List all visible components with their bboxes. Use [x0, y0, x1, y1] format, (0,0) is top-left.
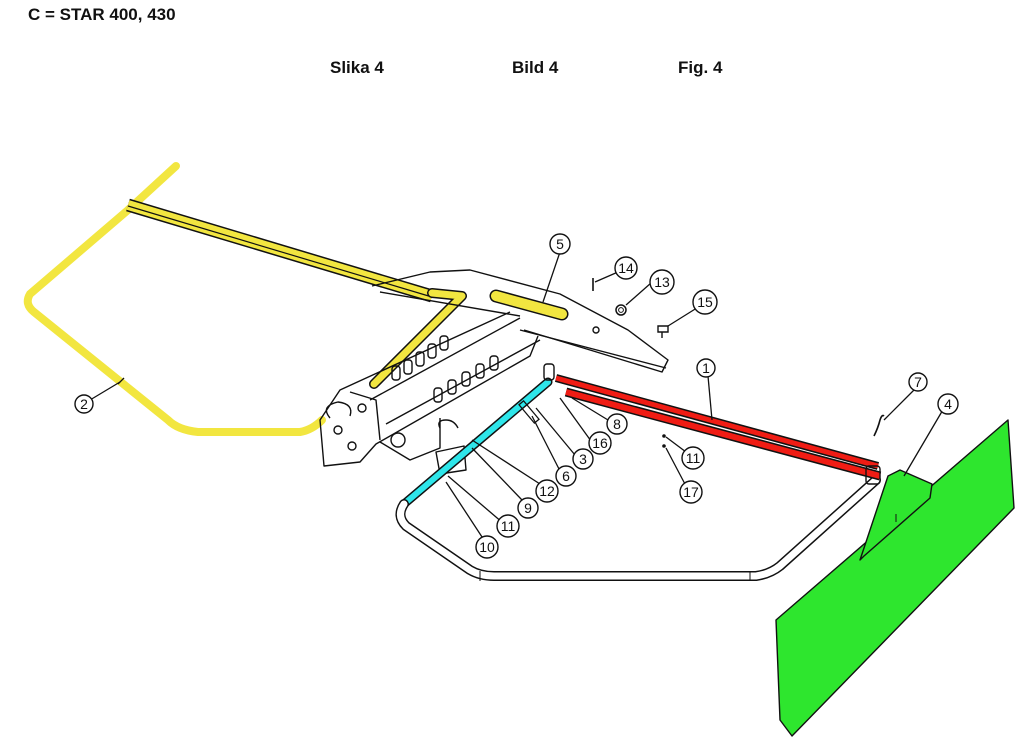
svg-text:6: 6: [562, 468, 570, 484]
callout-12: 12: [535, 479, 559, 503]
callout-1: 1: [696, 358, 716, 378]
green-panel: [775, 419, 1015, 737]
callout-14: 13: [649, 269, 675, 295]
callout-3: 3: [572, 448, 594, 470]
callout-8: 8: [606, 413, 628, 435]
svg-text:3: 3: [579, 451, 587, 467]
svg-text:7: 7: [914, 374, 922, 390]
caption-english: Fig. 4: [678, 58, 723, 77]
svg-text:12: 12: [539, 483, 555, 499]
yellow-frame: [23, 162, 467, 436]
svg-text:11: 11: [686, 450, 701, 466]
svg-text:13: 13: [654, 274, 670, 290]
callout-7: 7: [908, 372, 928, 392]
svg-text:9: 9: [524, 500, 532, 516]
svg-text:8: 8: [613, 416, 621, 432]
svg-text:15: 15: [697, 294, 713, 310]
svg-text:16: 16: [592, 435, 608, 451]
callouts: 5 14 13 15 1 7 4 2 8 16 3 6 12 9 11 10 1…: [74, 233, 959, 559]
svg-text:5: 5: [556, 236, 564, 252]
red-drawbar: [543, 363, 882, 485]
main-chassis: [319, 269, 669, 475]
loose-parts: [518, 278, 885, 448]
callout-15: 14: [614, 256, 638, 280]
callout-5: 5: [549, 233, 571, 255]
callout-16: 15: [692, 289, 718, 315]
callout-6: 6: [555, 465, 577, 487]
model-title: C = STAR 400, 430: [28, 5, 176, 24]
callout-9: 9: [517, 497, 539, 519]
lower-frame: [395, 475, 881, 581]
callout-17: 17: [679, 480, 703, 504]
svg-text:4: 4: [944, 396, 952, 412]
callout-2: 2: [74, 394, 94, 414]
yellow-tube-5: [489, 289, 569, 321]
callout-11-right: 11: [681, 446, 705, 470]
callout-13: 16: [588, 431, 612, 455]
callout-4: 4: [937, 393, 959, 415]
callout-10: 10: [475, 535, 499, 559]
svg-text:1: 1: [702, 360, 710, 376]
svg-text:10: 10: [479, 539, 495, 555]
svg-text:2: 2: [80, 396, 88, 412]
svg-text:14: 14: [618, 260, 634, 276]
svg-text:11: 11: [501, 518, 516, 534]
callout-11-left: 11: [496, 514, 520, 538]
caption-german: Bild 4: [512, 58, 559, 77]
svg-text:17: 17: [683, 484, 699, 500]
caption-slovenian: Slika 4: [330, 58, 384, 77]
leader-lines: [89, 251, 945, 541]
